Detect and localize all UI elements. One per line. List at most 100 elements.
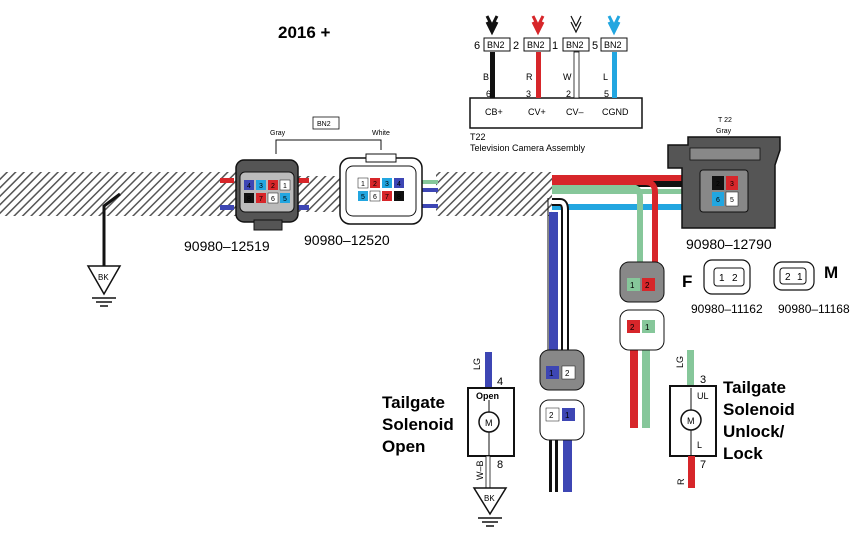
- pin-4: 4: [247, 183, 251, 190]
- fm-connectors: F 1 2 90980–11162 2 1 M 90980–11168: [682, 259, 850, 316]
- svg-text:LG: LG: [472, 358, 482, 370]
- pair-splice-bracket: BN2 Gray White: [270, 116, 390, 154]
- svg-text:UL: UL: [697, 391, 709, 401]
- svg-text:M: M: [485, 418, 493, 428]
- svg-text:1: 1: [549, 369, 554, 378]
- female-part: 90980–11162: [691, 302, 763, 316]
- camera-assembly: BN2 6 B 6 CB+ BN2 2 R 3 CV+ BN2 1 W 2 CV…: [469, 15, 643, 153]
- pin-6: 6: [271, 196, 275, 203]
- part-12519: 90980–12519: [184, 238, 270, 254]
- svg-text:BK: BK: [484, 494, 495, 503]
- svg-text:Lock: Lock: [723, 444, 763, 463]
- inline-connector-blue-white: 1 2 2 1: [539, 349, 585, 441]
- svg-text:Solenoid: Solenoid: [382, 415, 454, 434]
- svg-text:Tailgate: Tailgate: [382, 393, 445, 412]
- svg-text:3: 3: [526, 89, 531, 99]
- svg-text:8: 8: [497, 459, 503, 471]
- svg-text:Unlock/: Unlock/: [723, 422, 785, 441]
- svg-text:6: 6: [474, 40, 480, 52]
- svg-text:L: L: [603, 72, 608, 82]
- camera-id: T22: [470, 132, 486, 142]
- svg-text:Open: Open: [476, 391, 499, 401]
- svg-text:2: 2: [785, 272, 791, 283]
- svg-text:CB+: CB+: [485, 107, 503, 117]
- svg-text:2: 2: [373, 181, 377, 188]
- svg-text:1: 1: [797, 272, 803, 283]
- svg-text:CV–: CV–: [566, 107, 584, 117]
- svg-text:1: 1: [645, 323, 650, 332]
- svg-text:3: 3: [730, 181, 734, 188]
- t22-connector: T 22 Gray 2 3 6 5 90980–12790: [667, 117, 781, 252]
- svg-text:5: 5: [730, 197, 734, 204]
- harness-wires: [220, 175, 682, 492]
- camera-pin-cb: BN2 6 B 6 CB+: [474, 15, 511, 117]
- svg-text:6: 6: [716, 197, 720, 204]
- svg-text:2: 2: [732, 273, 738, 284]
- camera-pin-cv-minus: BN2 1 W 2 CV–: [552, 15, 590, 117]
- svg-text:BN2: BN2: [527, 40, 545, 50]
- svg-text:W–B: W–B: [475, 460, 485, 480]
- pair-splice-tag: BN2: [317, 121, 331, 128]
- svg-text:8: 8: [397, 194, 401, 201]
- pin-1: 1: [283, 183, 287, 190]
- svg-text:LG: LG: [675, 356, 685, 368]
- svg-text:6: 6: [486, 89, 491, 99]
- svg-text:CGND: CGND: [602, 107, 629, 117]
- svg-text:3: 3: [700, 374, 706, 386]
- svg-text:2: 2: [549, 411, 554, 420]
- part-12520: 90980–12520: [304, 232, 390, 248]
- svg-text:1: 1: [552, 40, 558, 52]
- svg-text:7: 7: [700, 459, 706, 471]
- svg-text:3: 3: [385, 181, 389, 188]
- camera-pin-cgnd: BN2 5 L 5 CGND: [592, 15, 629, 117]
- svg-text:B: B: [483, 72, 489, 82]
- svg-text:4: 4: [497, 376, 503, 388]
- t22-id: T 22: [718, 117, 732, 124]
- pin-3: 3: [259, 183, 263, 190]
- svg-text:L: L: [697, 440, 702, 450]
- svg-text:5: 5: [592, 40, 598, 52]
- svg-text:2: 2: [565, 369, 570, 378]
- connector-12519: 4 3 2 1 8 7 6 5: [235, 159, 299, 231]
- svg-text:5: 5: [604, 89, 609, 99]
- svg-text:Tailgate: Tailgate: [723, 378, 786, 397]
- svg-text:2: 2: [716, 181, 720, 188]
- t22-part: 90980–12790: [686, 236, 772, 252]
- svg-text:CV+: CV+: [528, 107, 546, 117]
- camera-pin-cv-plus: BN2 2 R 3 CV+: [513, 15, 551, 117]
- pin-5: 5: [283, 196, 287, 203]
- inline-connector-green-red: 1 2 2 1: [619, 261, 665, 351]
- svg-text:Open: Open: [382, 437, 425, 456]
- male-part: 90980–11168: [778, 302, 850, 316]
- solenoid-lock: LG 3 UL M L R 7 Tailgate Solenoid Unlock…: [669, 350, 795, 488]
- svg-text:BN2: BN2: [487, 40, 505, 50]
- male-label: M: [824, 263, 838, 282]
- svg-text:5: 5: [361, 194, 365, 201]
- pin-8: 8: [247, 196, 251, 203]
- svg-text:BN2: BN2: [566, 40, 584, 50]
- svg-text:2: 2: [513, 40, 519, 52]
- t22-color: Gray: [716, 128, 732, 135]
- female-label: F: [682, 272, 692, 291]
- ground-left: BK: [86, 192, 122, 307]
- svg-text:2: 2: [645, 281, 650, 290]
- svg-text:2: 2: [566, 89, 571, 99]
- connector-12520: 1 2 3 4 5 6 7 8: [339, 153, 423, 225]
- svg-text:4: 4: [397, 181, 401, 188]
- svg-text:1: 1: [630, 281, 635, 290]
- pair-left-color: Gray: [270, 130, 286, 137]
- svg-text:BN2: BN2: [604, 40, 622, 50]
- camera-name: Television Camera Assembly: [470, 143, 586, 153]
- svg-text:W: W: [563, 72, 572, 82]
- year-title: 2016 +: [278, 23, 331, 42]
- svg-text:M: M: [687, 416, 695, 426]
- ground-left-label: BK: [98, 273, 109, 282]
- solenoid-open: Tailgate Solenoid Open LG 4 Open M W–B 8…: [382, 352, 515, 527]
- svg-text:1: 1: [565, 411, 570, 420]
- svg-text:7: 7: [385, 194, 389, 201]
- svg-text:1: 1: [361, 181, 365, 188]
- pin-7: 7: [259, 196, 263, 203]
- pair-right-color: White: [372, 130, 390, 137]
- pin-2: 2: [271, 183, 275, 190]
